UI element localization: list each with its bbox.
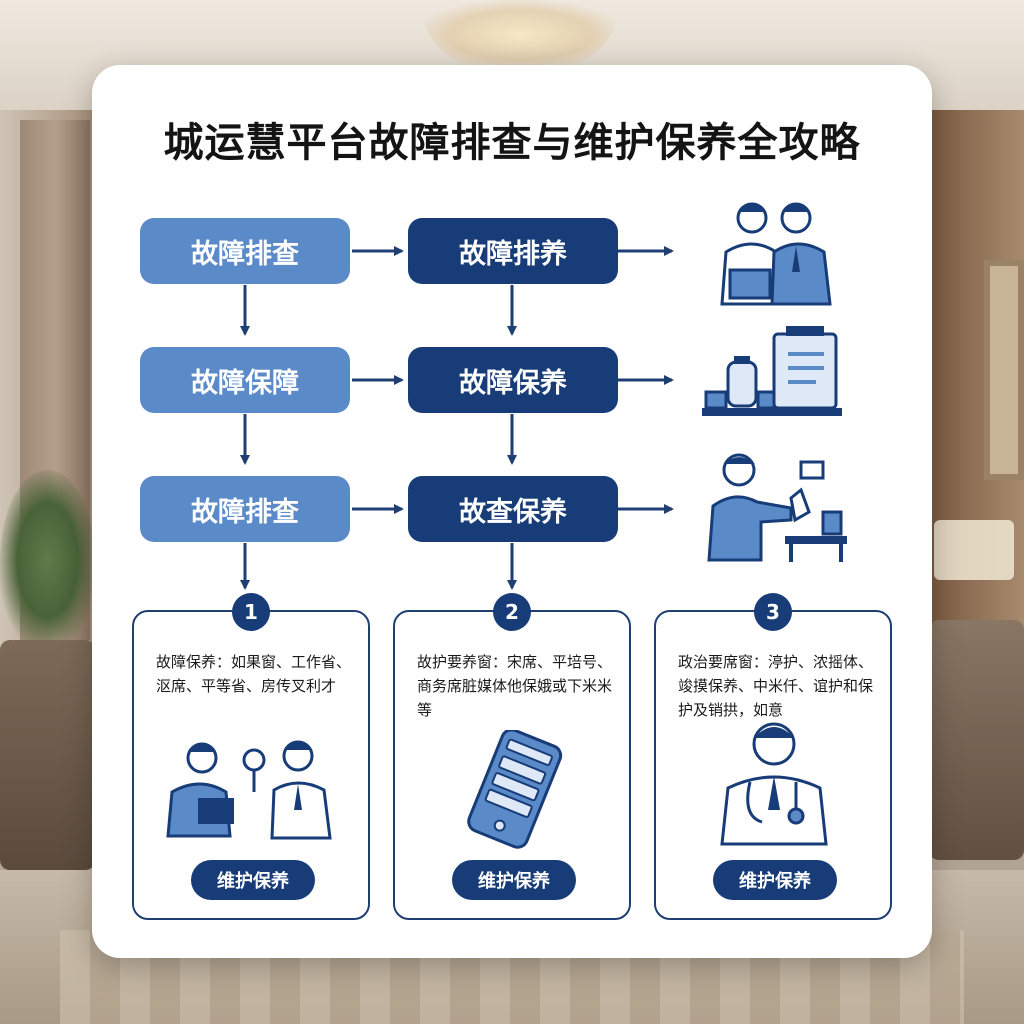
- flow-box-2-left: 故障保障: [140, 347, 350, 413]
- panel-2-text: 故护要养窗：宋席、平培号、商务席脏媒体他保娥或下米米等: [417, 650, 617, 722]
- info-panel-2: 故护要养窗：宋席、平培号、商务席脏媒体他保娥或下米米等 维护保养: [393, 610, 631, 920]
- engineers-with-laptop-icon: [712, 196, 842, 306]
- step-number-2: 2: [493, 593, 531, 631]
- flow-box-1-right: 故障排养: [408, 218, 618, 284]
- info-panel-1: 故障保养：如果窗、工作省、沤席、平等省、房传叉利才 维护保养: [132, 610, 370, 920]
- mobile-device-icon: [453, 730, 573, 850]
- doctor-with-stethoscope-icon: [714, 716, 834, 846]
- panel-3-text: 政治要席窗：渟护、浓摇体、竣摸保养、中米仟、谊护和保护及销拱，如意: [678, 650, 878, 722]
- maintenance-button-3[interactable]: 维护保养: [713, 860, 837, 900]
- flow-box-2-right: 故障保养: [408, 347, 618, 413]
- info-panel-3: 政治要席窗：渟护、浓摇体、竣摸保养、中米仟、谊护和保护及销拱，如意 维护保养: [654, 610, 892, 920]
- technician-at-workstation-icon: [705, 450, 855, 565]
- clipboard-and-tools-icon: [700, 322, 845, 422]
- maintenance-button-1[interactable]: 维护保养: [191, 860, 315, 900]
- two-workers-discussing-icon: [162, 736, 342, 846]
- flow-box-3-right: 故查保养: [408, 476, 618, 542]
- step-number-3: 3: [754, 593, 792, 631]
- panel-1-text: 故障保养：如果窗、工作省、沤席、平等省、房传叉利才: [156, 650, 356, 698]
- flow-box-1-left: 故障排查: [140, 218, 350, 284]
- maintenance-button-2[interactable]: 维护保养: [452, 860, 576, 900]
- flow-box-3-left: 故障排查: [140, 476, 350, 542]
- step-number-1: 1: [232, 593, 270, 631]
